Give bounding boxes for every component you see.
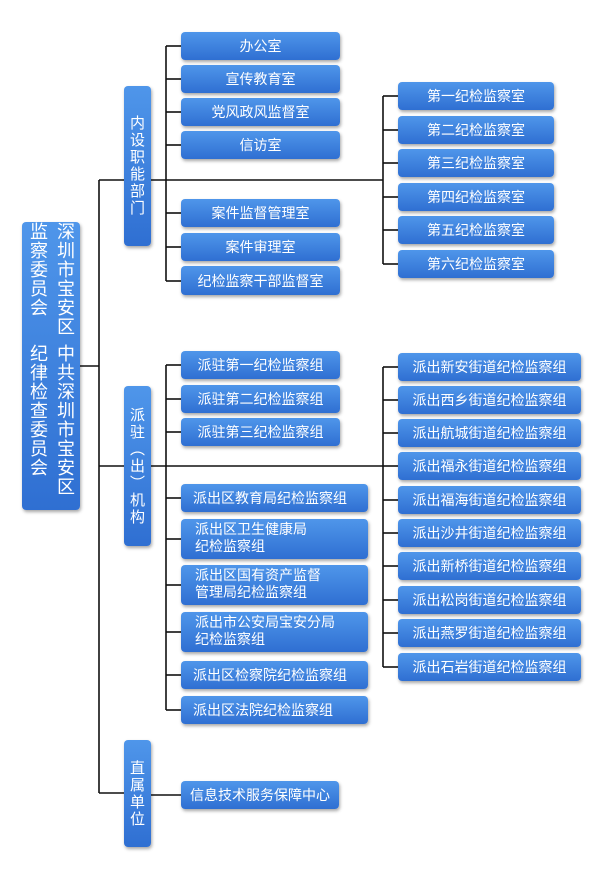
direct-unit-box: 信息技术服务保障中心 bbox=[181, 781, 339, 809]
dispatched-group-label: 派出区教育局纪检监察组 bbox=[193, 491, 347, 507]
category-direct-units: 直属单位 bbox=[124, 740, 151, 847]
office-box: 宣传教育室 bbox=[181, 65, 340, 93]
dispatched-group-label-line2: 管理局纪检监察组 bbox=[195, 585, 307, 601]
root-title-discipline: 中共深圳市宝安区纪律检查委员会 bbox=[27, 343, 75, 496]
inspection-office-box: 第二纪检监察室 bbox=[398, 116, 554, 144]
dispatched-group-box: 派出区法院纪检监察组 bbox=[181, 696, 368, 724]
root-committee-box: 深圳市宝安区监察委员会 中共深圳市宝安区纪律检查委员会 bbox=[22, 222, 80, 510]
dispatched-group-label-line1: 派出市公安局宝安分局 bbox=[195, 615, 335, 631]
dispatched-group-label-line2: 纪检监察组 bbox=[195, 632, 265, 648]
street-group-box: 派出福永街道纪检监察组 bbox=[398, 452, 581, 480]
office-box: 案件审理室 bbox=[181, 233, 340, 261]
root-title-supervision: 深圳市宝安区监察委员会 bbox=[27, 222, 75, 336]
resident-group-box: 派驻第一纪检监察组 bbox=[181, 351, 340, 379]
street-group-box: 派出航城街道纪检监察组 bbox=[398, 419, 581, 447]
street-group-box: 派出松岗街道纪检监察组 bbox=[398, 586, 581, 614]
dispatched-group-box: 派出区教育局纪检监察组 bbox=[181, 484, 368, 512]
street-group-box: 派出沙井街道纪检监察组 bbox=[398, 519, 581, 547]
street-group-box: 派出燕罗街道纪检监察组 bbox=[398, 619, 581, 647]
dispatched-group-label-line1: 派出区国有资产监督 bbox=[195, 568, 321, 584]
office-box: 办公室 bbox=[181, 32, 340, 60]
dispatched-group-label-line2: 纪检监察组 bbox=[195, 539, 265, 555]
inspection-office-box: 第三纪检监察室 bbox=[398, 149, 554, 177]
office-box: 信访室 bbox=[181, 131, 340, 159]
dispatched-group-box: 派出区卫生健康局 纪检监察组 bbox=[181, 519, 368, 559]
category-dispatched-agencies: 派驻（出）机构 bbox=[124, 386, 151, 546]
category-internal-departments: 内设职能部门 bbox=[124, 86, 151, 246]
street-group-box: 派出石岩街道纪检监察组 bbox=[398, 653, 581, 681]
street-group-box: 派出新桥街道纪检监察组 bbox=[398, 552, 581, 580]
office-box: 党风政风监督室 bbox=[181, 98, 340, 126]
street-group-box: 派出西乡街道纪检监察组 bbox=[398, 386, 581, 414]
dispatched-group-box: 派出区国有资产监督 管理局纪检监察组 bbox=[181, 565, 368, 605]
dispatched-group-label: 派出区法院纪检监察组 bbox=[193, 703, 333, 719]
inspection-office-box: 第五纪检监察室 bbox=[398, 216, 554, 244]
inspection-office-box: 第四纪检监察室 bbox=[398, 183, 554, 211]
resident-group-box: 派驻第二纪检监察组 bbox=[181, 385, 340, 413]
dispatched-group-label-line1: 派出区卫生健康局 bbox=[195, 522, 307, 538]
office-box: 纪检监察干部监督室 bbox=[181, 266, 340, 295]
office-box: 案件监督管理室 bbox=[181, 199, 340, 227]
inspection-office-box: 第一纪检监察室 bbox=[398, 82, 554, 110]
street-group-box: 派出福海街道纪检监察组 bbox=[398, 486, 581, 514]
inspection-office-box: 第六纪检监察室 bbox=[398, 250, 554, 278]
resident-group-box: 派驻第三纪检监察组 bbox=[181, 418, 340, 446]
dispatched-group-box: 派出市公安局宝安分局 纪检监察组 bbox=[181, 612, 368, 652]
dispatched-group-box: 派出区检察院纪检监察组 bbox=[181, 661, 368, 689]
street-group-box: 派出新安街道纪检监察组 bbox=[398, 353, 581, 381]
dispatched-group-label: 派出区检察院纪检监察组 bbox=[193, 668, 347, 684]
